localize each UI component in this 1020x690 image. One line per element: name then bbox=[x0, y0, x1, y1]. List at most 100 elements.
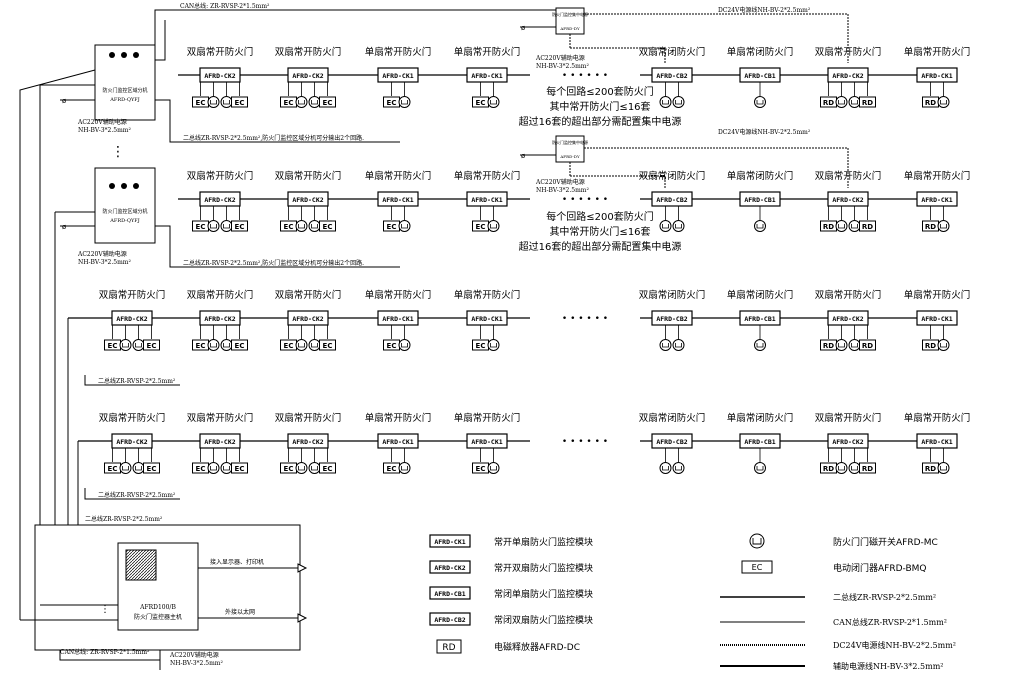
door-type-label: 单扇常开防火门 bbox=[454, 46, 521, 58]
monitor-module-label: AFRD-CK1 bbox=[471, 438, 502, 446]
central-power-1: 防火门监控集中电源 AFRD-DY bbox=[552, 7, 588, 35]
monitor-module-label: AFRD-CB1 bbox=[744, 196, 775, 204]
door-closer-tag: EC bbox=[472, 339, 489, 351]
door-closer-tag: EC bbox=[472, 220, 489, 232]
magnetic-switch-icon bbox=[659, 220, 672, 232]
magnetic-switch-icon bbox=[308, 462, 321, 474]
magnetic-switch-icon bbox=[754, 462, 766, 474]
release-tag: RD bbox=[820, 220, 837, 232]
monitor-module bbox=[916, 191, 958, 207]
host-aux-cable: NH-BV-3*2.5mm² bbox=[170, 660, 223, 667]
door-type-label: 双扇常开防火门 bbox=[815, 412, 882, 424]
door-closer-tag: EC bbox=[383, 96, 400, 108]
tag-label: EC bbox=[196, 223, 206, 231]
monitor-module bbox=[651, 310, 693, 326]
host-title: AFRD100/B bbox=[139, 604, 176, 611]
magnetic-switch-icon bbox=[220, 339, 233, 351]
tag-label: RD bbox=[862, 465, 873, 473]
magnetic-switch-icon bbox=[487, 96, 500, 108]
door-type-label: 双扇常开防火门 bbox=[275, 46, 342, 58]
note-extra-power-2: 超过16套的超出部分需配置集中电源 bbox=[519, 240, 682, 253]
door-type-label: 单扇常开防火门 bbox=[365, 289, 432, 301]
tag-label: RD bbox=[925, 342, 936, 350]
monitor-module-label: AFRD-CK1 bbox=[921, 315, 952, 323]
door-type-label: 单扇常开防火门 bbox=[365, 412, 432, 424]
monitor-module-label: AFRD-CK2 bbox=[292, 438, 323, 446]
legend-line-bus: 二总线ZR-RVSP-2*2.5mm² bbox=[833, 592, 936, 602]
release-tag: RD bbox=[922, 462, 939, 474]
legend-cb1-symbol: AFRD-CB1 bbox=[434, 590, 465, 598]
release-tag: RD bbox=[859, 220, 876, 232]
monitor-module-label: AFRD-CK2 bbox=[204, 196, 235, 204]
door-type-label: 单扇常开防火门 bbox=[454, 412, 521, 424]
monitor-module bbox=[287, 310, 329, 326]
magnetic-switch-icon bbox=[937, 339, 950, 351]
legend-mc-text: 防火门门磁开关AFRD-MC bbox=[833, 536, 938, 548]
monitor-module-label: AFRD-CB1 bbox=[744, 315, 775, 323]
monitor-module-label: AFRD-CK2 bbox=[292, 315, 323, 323]
door-closer-tag: EC bbox=[280, 462, 297, 474]
panel-title: 防火门监控区域分机 bbox=[102, 208, 147, 215]
door-closer-tag: EC bbox=[192, 462, 209, 474]
monitor-module bbox=[377, 310, 419, 326]
door-type-label: 双扇常闭防火门 bbox=[639, 46, 706, 58]
tag-label: EC bbox=[108, 342, 118, 350]
legend-rd-text: 电磁释放器AFRD-DC bbox=[494, 641, 580, 653]
monitor-module bbox=[199, 310, 241, 326]
magnetic-switch-icon bbox=[754, 220, 766, 232]
tag-label: RD bbox=[862, 223, 873, 231]
monitor-module bbox=[466, 67, 508, 83]
monitor-module-label: AFRD-CK1 bbox=[382, 438, 413, 446]
note-open-doors: 其中常开防火门≤16套 bbox=[549, 100, 650, 113]
host-aux-power: AC220V辅助电源 bbox=[169, 651, 219, 659]
host-can-label: CAN总线: ZR-RVSP-2*1.5mm² bbox=[60, 648, 150, 656]
tag-label: EC bbox=[235, 342, 245, 350]
central-power-label: 防火门监控集中电源 bbox=[552, 11, 588, 17]
monitor-module-label: AFRD-CK2 bbox=[116, 438, 147, 446]
door-unit-double-closed: 双扇常闭防火门 AFRD-CB2 bbox=[639, 46, 706, 108]
bus-note-1: 二总线ZR-RVSP-2*2.5mm²,防火门监控区域分机可分输出2个回路. bbox=[183, 134, 364, 142]
central-power-model: AFRD-DY bbox=[559, 26, 580, 31]
door-closer-tag: EC bbox=[383, 339, 400, 351]
door-type-label: 单扇常开防火门 bbox=[365, 46, 432, 58]
svg-text:ø: ø bbox=[62, 223, 67, 231]
magnetic-switch-icon bbox=[848, 220, 861, 232]
monitor-module bbox=[827, 310, 869, 326]
row-ellipsis: • • • • • • bbox=[562, 314, 608, 324]
door-type-label: 双扇常开防火门 bbox=[275, 289, 342, 301]
release-tag: RD bbox=[820, 96, 837, 108]
magnetic-switch-icon bbox=[659, 339, 672, 351]
tag-label: EC bbox=[387, 99, 397, 107]
monitor-module-label: AFRD-CK1 bbox=[921, 438, 952, 446]
magnetic-switch-icon bbox=[398, 96, 411, 108]
magnetic-switch-icon bbox=[295, 220, 308, 232]
monitor-module-label: AFRD-CK2 bbox=[832, 72, 863, 80]
monitor-module bbox=[377, 67, 419, 83]
panel1-aux-cable: NH-BV-3*2.5mm² bbox=[78, 127, 131, 134]
door-type-label: 单扇常开防火门 bbox=[904, 170, 971, 182]
magnetic-switch-icon bbox=[749, 533, 765, 549]
magnetic-switch-icon bbox=[132, 339, 145, 351]
magnetic-switch-icon bbox=[398, 220, 411, 232]
monitor-module-label: AFRD-CK1 bbox=[382, 315, 413, 323]
tag-label: EC bbox=[323, 99, 333, 107]
monitor-module-label: AFRD-CB2 bbox=[656, 72, 687, 80]
monitor-module-label: AFRD-CK2 bbox=[292, 72, 323, 80]
monitor-module bbox=[466, 191, 508, 207]
release-tag: RD bbox=[922, 96, 939, 108]
svg-text:⋮: ⋮ bbox=[100, 604, 110, 615]
door-closer-tag: EC bbox=[143, 462, 160, 474]
monitor-module-label: AFRD-CB2 bbox=[656, 438, 687, 446]
door-closer-tag: EC bbox=[280, 96, 297, 108]
door-closer-tag: EC bbox=[472, 462, 489, 474]
door-closer-tag: EC bbox=[319, 220, 336, 232]
row4-bus-label: 二总线ZR-RVSP-2*2.5mm² bbox=[98, 491, 176, 499]
